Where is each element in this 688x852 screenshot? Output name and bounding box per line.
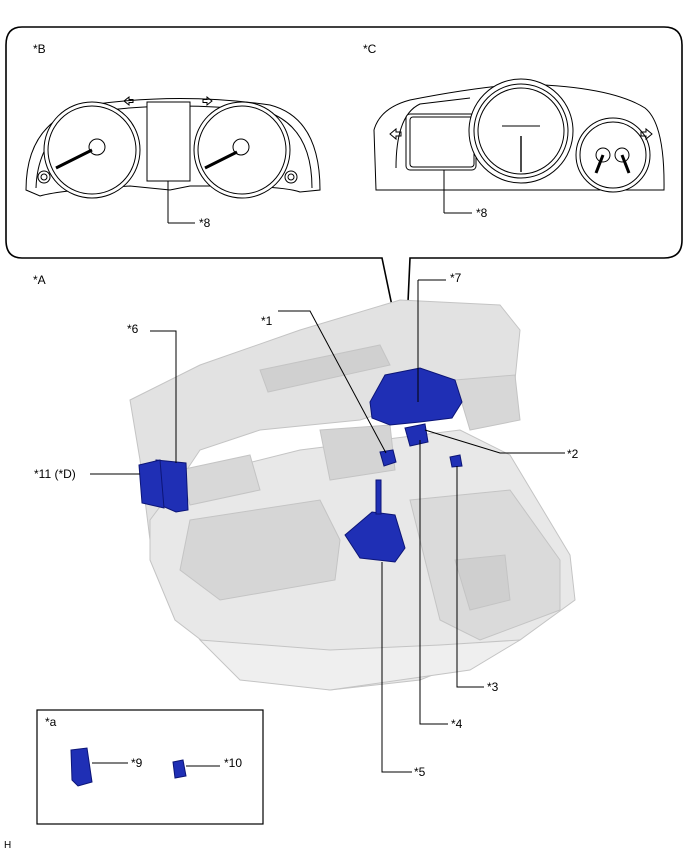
callout-4: *4: [451, 717, 463, 731]
meter-cluster-c: [373, 78, 665, 193]
component-5: [344, 511, 406, 563]
figure-code: H: [4, 840, 11, 851]
component-2-4: [404, 423, 429, 447]
component-10: [172, 759, 187, 779]
cluster-b-label: *B: [33, 42, 46, 56]
component-1: [379, 449, 397, 467]
callout-5: *5: [414, 765, 426, 779]
callout-c8: *8: [476, 206, 488, 220]
meter-cluster-b: [25, 95, 321, 199]
highlighted-components: [138, 367, 463, 563]
callout-11: *11 (*D): [34, 467, 76, 481]
cluster-c-label: *C: [363, 42, 377, 56]
component-7-meter: [369, 367, 463, 426]
callout-3: *3: [487, 680, 499, 694]
component-11: [138, 459, 165, 509]
callout-7: *7: [450, 271, 462, 285]
callout-1: *1: [261, 314, 273, 328]
component-3: [449, 454, 463, 468]
callout-10: *10: [224, 756, 242, 770]
view-a-label: *A: [33, 273, 46, 287]
bottom-inset-label: *a: [45, 715, 57, 729]
component-5-stem: [375, 479, 382, 515]
main-callout-lines: [90, 279, 565, 773]
callout-9: *9: [131, 756, 143, 770]
component-9: [70, 747, 93, 787]
vehicle-interior: [129, 299, 576, 691]
callout-2: *2: [567, 447, 579, 461]
callout-6: *6: [127, 322, 139, 336]
callout-b8: *8: [199, 216, 211, 230]
